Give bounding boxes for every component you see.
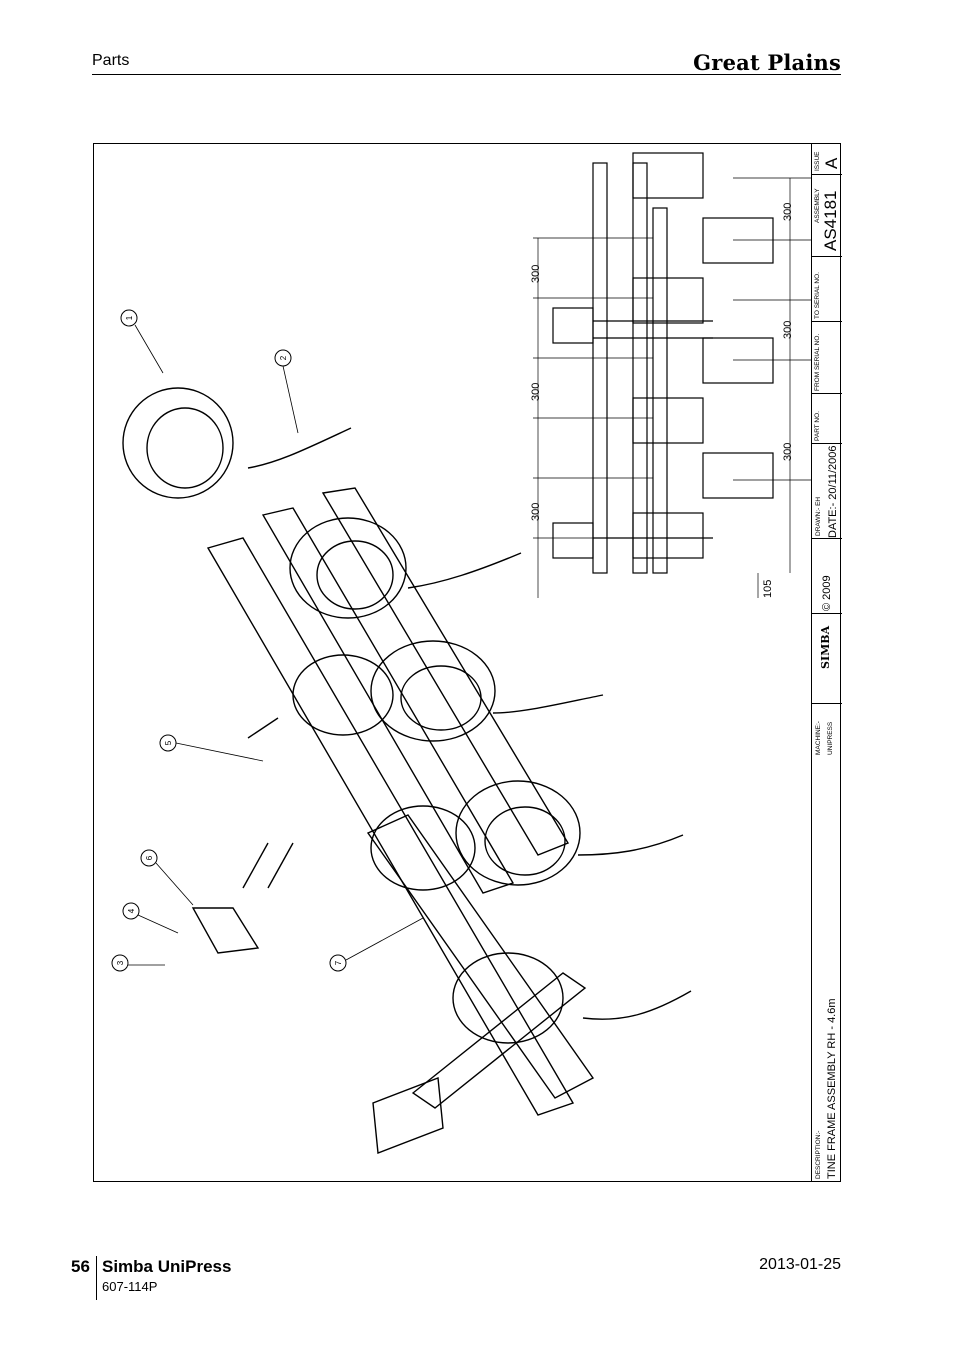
manual-code: 607-114P xyxy=(102,1279,158,1294)
callout-5: 5 xyxy=(164,740,173,745)
description: TINE FRAME ASSEMBLY RH - 4.6m xyxy=(826,998,838,1179)
dim-300-c: 300 xyxy=(530,503,542,521)
cross-beam xyxy=(366,814,595,1099)
drawing-date: DATE:- 20/11/2006 xyxy=(827,445,839,538)
machine-label: MACHINE:- xyxy=(815,721,822,755)
from-serial-label: FROM SERIAL NO. xyxy=(814,333,821,391)
packer-wheels xyxy=(122,387,581,1044)
issue-label: ISSUE xyxy=(814,151,821,171)
callout-6: 6 xyxy=(145,855,154,860)
callout-7: 7 xyxy=(334,960,343,965)
brand-logo: Great Plains xyxy=(693,50,841,75)
manual-title: Simba UniPress xyxy=(102,1257,232,1276)
plan-view xyxy=(552,152,774,574)
issue-value: A xyxy=(822,157,841,169)
dim-300-f: 300 xyxy=(782,443,794,461)
callout-2: 2 xyxy=(279,355,288,360)
description-label: DESCRIPTION:- xyxy=(815,1130,822,1179)
machine-name: UNIPRESS xyxy=(827,721,834,755)
drawn-by: DRAWN:- EH xyxy=(815,496,822,536)
callout-3: 3 xyxy=(116,960,125,965)
header-rule xyxy=(92,74,841,75)
mounting-plate xyxy=(191,907,260,954)
footer-divider xyxy=(96,1256,97,1300)
exploded-assembly-drawing: 1 2 3 4 5 6 7 xyxy=(111,152,811,1154)
part-no-label: PART NO. xyxy=(814,411,821,441)
copyright: © 2009 xyxy=(821,575,833,611)
title-block: ISSUE A ASSEMBLY AS4181 TO SERIAL NO. FR… xyxy=(811,143,842,1182)
maker-logo: SIMBA xyxy=(819,625,832,669)
callout-4: 4 xyxy=(127,908,136,913)
main-frame-beam xyxy=(206,487,575,1116)
to-serial-label: TO SERIAL NO. xyxy=(814,272,821,319)
section-label: Parts xyxy=(92,52,130,69)
assembly-number: AS4181 xyxy=(821,190,840,252)
page-number: 56 xyxy=(71,1257,90,1276)
rear-beam xyxy=(411,972,587,1109)
dim-300-e: 300 xyxy=(782,321,794,339)
dim-300-b: 300 xyxy=(530,383,542,401)
dim-105: 105 xyxy=(762,580,774,598)
callout-1: 1 xyxy=(125,315,134,320)
dim-300-d: 300 xyxy=(782,203,794,221)
dim-300-a: 300 xyxy=(530,265,542,283)
tine-shanks xyxy=(247,427,692,1020)
u-bolt xyxy=(247,717,279,739)
drawing-frame xyxy=(93,143,841,1182)
end-bracket xyxy=(372,1077,444,1154)
publish-date: 2013-01-25 xyxy=(759,1256,841,1273)
